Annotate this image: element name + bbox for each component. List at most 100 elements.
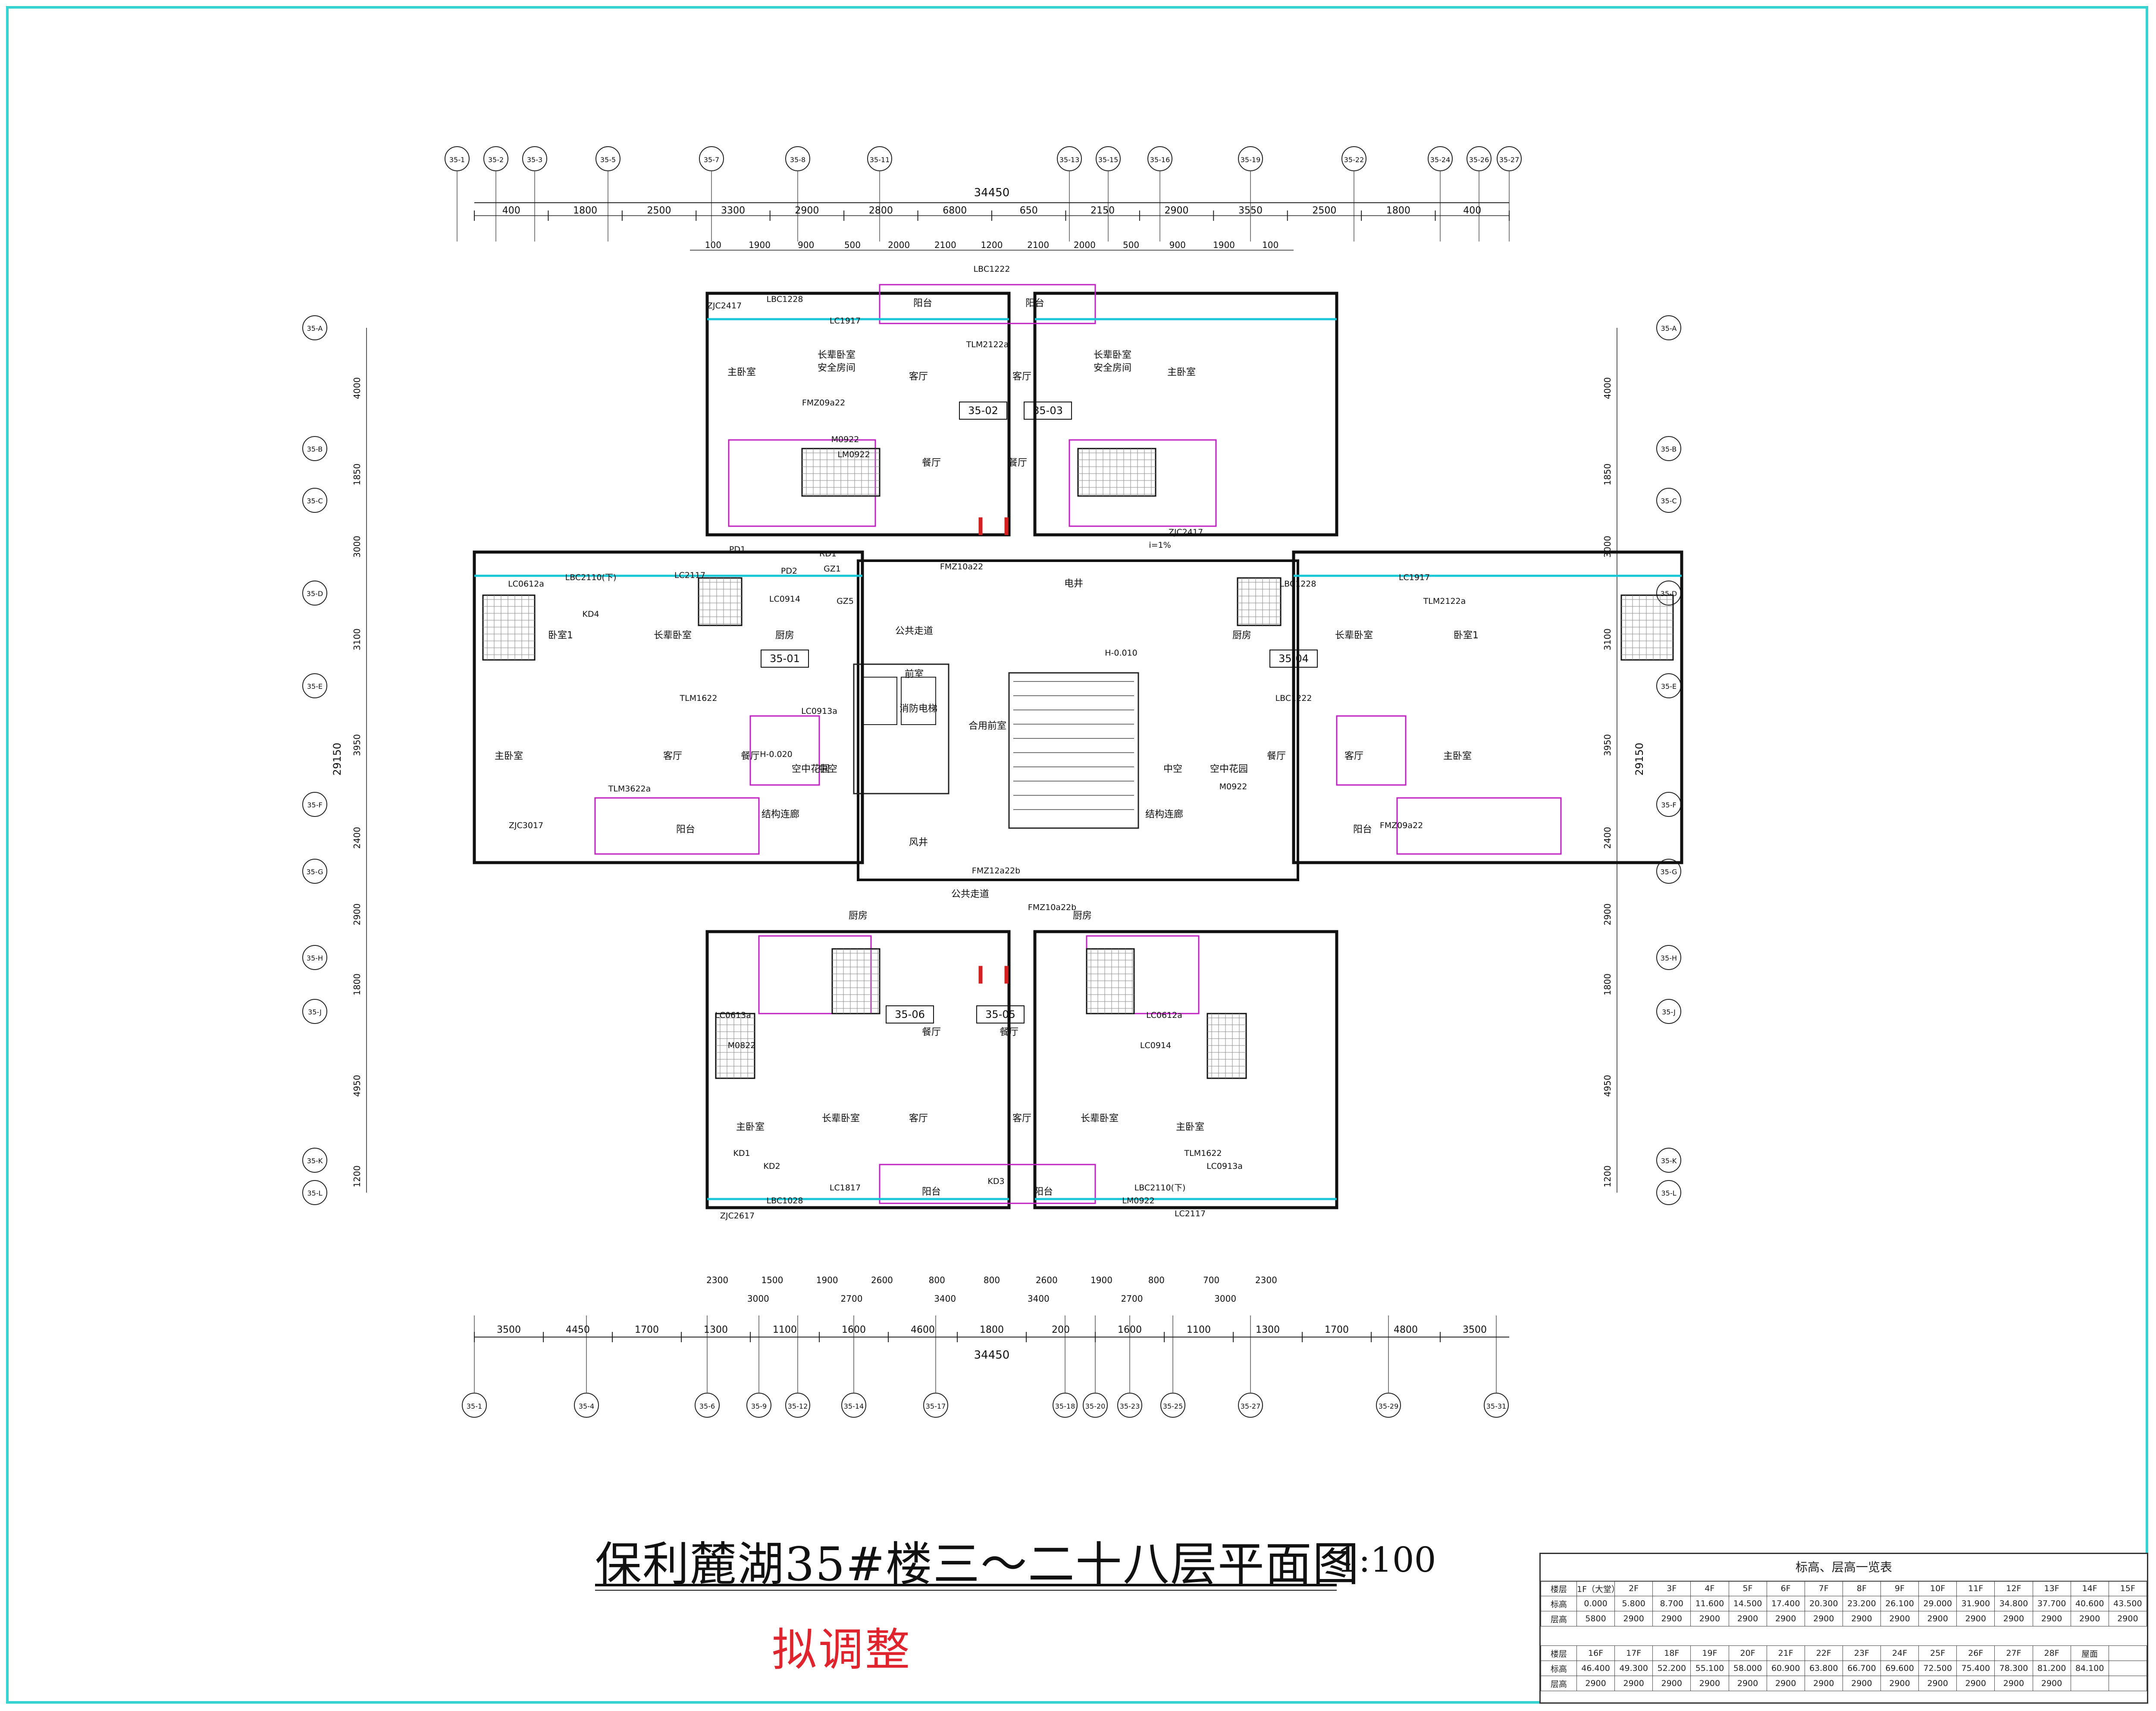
table-cell: 2900 [2070,1611,2109,1626]
axis-label: 35-B [307,445,323,453]
dimension-text: 1300 [704,1325,728,1335]
dimension-text: 900 [798,240,814,250]
table-cell: 18F [1652,1645,1691,1661]
axis-label: 35-25 [1163,1402,1183,1410]
unit-35-02 [705,292,1011,537]
wet-area [831,948,881,1014]
component-tag: LC2117 [674,571,705,580]
axis-bubble [302,859,327,884]
room-label: 长辈卧室 [822,1113,860,1124]
room-label: 空中花园 [792,764,830,775]
dimension-text: 1600 [842,1325,866,1335]
unit-35-01 [473,550,864,864]
table-cell: 2900 [2032,1611,2071,1626]
component-tag: M0922 [1219,782,1247,791]
axis-bubble [302,1148,327,1173]
axis-bubble [1656,488,1681,513]
dimension-text: 2100 [1027,240,1049,250]
component-tag: TLM1622 [1184,1149,1222,1158]
dimension-text: 3550 [1238,205,1263,216]
axis-label: 35-5 [600,156,616,164]
table-cell: 2900 [1804,1611,1843,1626]
table-cell: 1F（大堂） [1576,1581,1615,1596]
sky-garden [1086,935,1200,1014]
axis-label: 35-31 [1486,1402,1507,1410]
table-cell: 2900 [2032,1676,2071,1691]
room-label: 主卧室 [727,367,756,378]
component-tag: LBC1028 [767,1196,803,1206]
table-cell: 屋面 [2070,1645,2109,1661]
table-cell: 层高 [1541,1676,1577,1691]
table-cell: 2F [1614,1581,1653,1596]
table-cell: 69.600 [1880,1661,1919,1676]
wet-area [1206,1013,1247,1079]
room-label: 阳台 [1025,298,1044,309]
table-cell: 15F [2108,1581,2147,1596]
room-label: 餐厅 [922,458,941,468]
axis-label: 35-9 [751,1402,767,1410]
component-tag: KD3 [987,1177,1004,1186]
dimension-text: 2900 [1165,205,1189,216]
axis-label: 35-15 [1098,156,1119,164]
room-label: 厨房 [775,630,794,641]
balcony-top [879,284,1096,324]
dimension-text: 2100 [934,240,956,250]
axis-bubble [1656,1148,1681,1173]
table-cell: 5800 [1576,1611,1615,1626]
axis-label: 35-K [1661,1157,1677,1165]
core-block [857,559,1299,881]
table-cell: 20.300 [1804,1596,1843,1611]
component-tag: FMZ09a22 [1380,821,1423,830]
block1-row-floors: 楼层1F（大堂）2F3F4F5F6F7F8F9F10F11F12F13F14F1… [1541,1581,2147,1596]
axis-label: 35-7 [704,156,719,164]
axis-label: 35-F [1661,801,1676,809]
axis-label: 35-A [307,324,323,333]
table-cell: 楼层 [1541,1581,1577,1596]
table-cell: 12F [1994,1581,2033,1596]
component-tag: LM0922 [1122,1196,1154,1206]
table-cell: 2900 [1880,1676,1919,1691]
component-tag: LBC1222 [974,264,1010,274]
revision-note: 拟调整 [772,1623,912,1676]
dimension-text: 900 [1169,240,1186,250]
axis-bubble [1656,859,1681,884]
dimension-text: 2400 [352,827,362,849]
dimension-text: 1800 [1386,205,1410,216]
dimension-text: 2600 [1036,1275,1058,1285]
dimension-text: 34450 [974,186,1010,199]
axis-label: 35-24 [1430,156,1451,164]
axis-label: 35-17 [926,1402,946,1410]
axis-label: 35-12 [788,1402,808,1410]
component-tag: FMZ09a22 [802,398,845,408]
unit-tag-box [761,650,809,668]
table-cell: 58.000 [1728,1661,1767,1676]
dimension-text: 3500 [497,1325,521,1335]
table-cell: 49.300 [1614,1661,1653,1676]
axis-bubble [1656,999,1681,1024]
table-cell: 17F [1614,1645,1653,1661]
unit-tag-box [1269,650,1318,668]
axis-label: 35-A [1661,324,1677,333]
component-tag: KD1 [733,1149,750,1158]
table-cell: 2900 [1994,1676,2033,1691]
table-cell: 11F [1956,1581,1995,1596]
dimension-text: 1850 [1602,464,1613,486]
dimension-text: 3100 [352,628,362,650]
dimension-text: 2000 [1074,240,1096,250]
component-tag: LC1917 [1399,573,1430,582]
axis-label: 35-22 [1344,156,1364,164]
dimension-text: 500 [1123,240,1139,250]
room-label: 合用前室 [968,721,1006,731]
stair-core [1008,672,1139,829]
table-cell: 63.800 [1804,1661,1843,1676]
table-cell: 2900 [1652,1676,1691,1691]
component-tag: GZ1 [824,564,841,574]
component-tag: ZJC2617 [720,1211,755,1221]
room-label: 卧室1 [548,630,573,641]
room-label: 电井 [1064,578,1083,589]
table-cell: 2900 [1842,1611,1881,1626]
table-cell: 2900 [1956,1611,1995,1626]
dimension-text: 1900 [1091,1275,1112,1285]
table-cell: 2900 [1576,1676,1615,1691]
